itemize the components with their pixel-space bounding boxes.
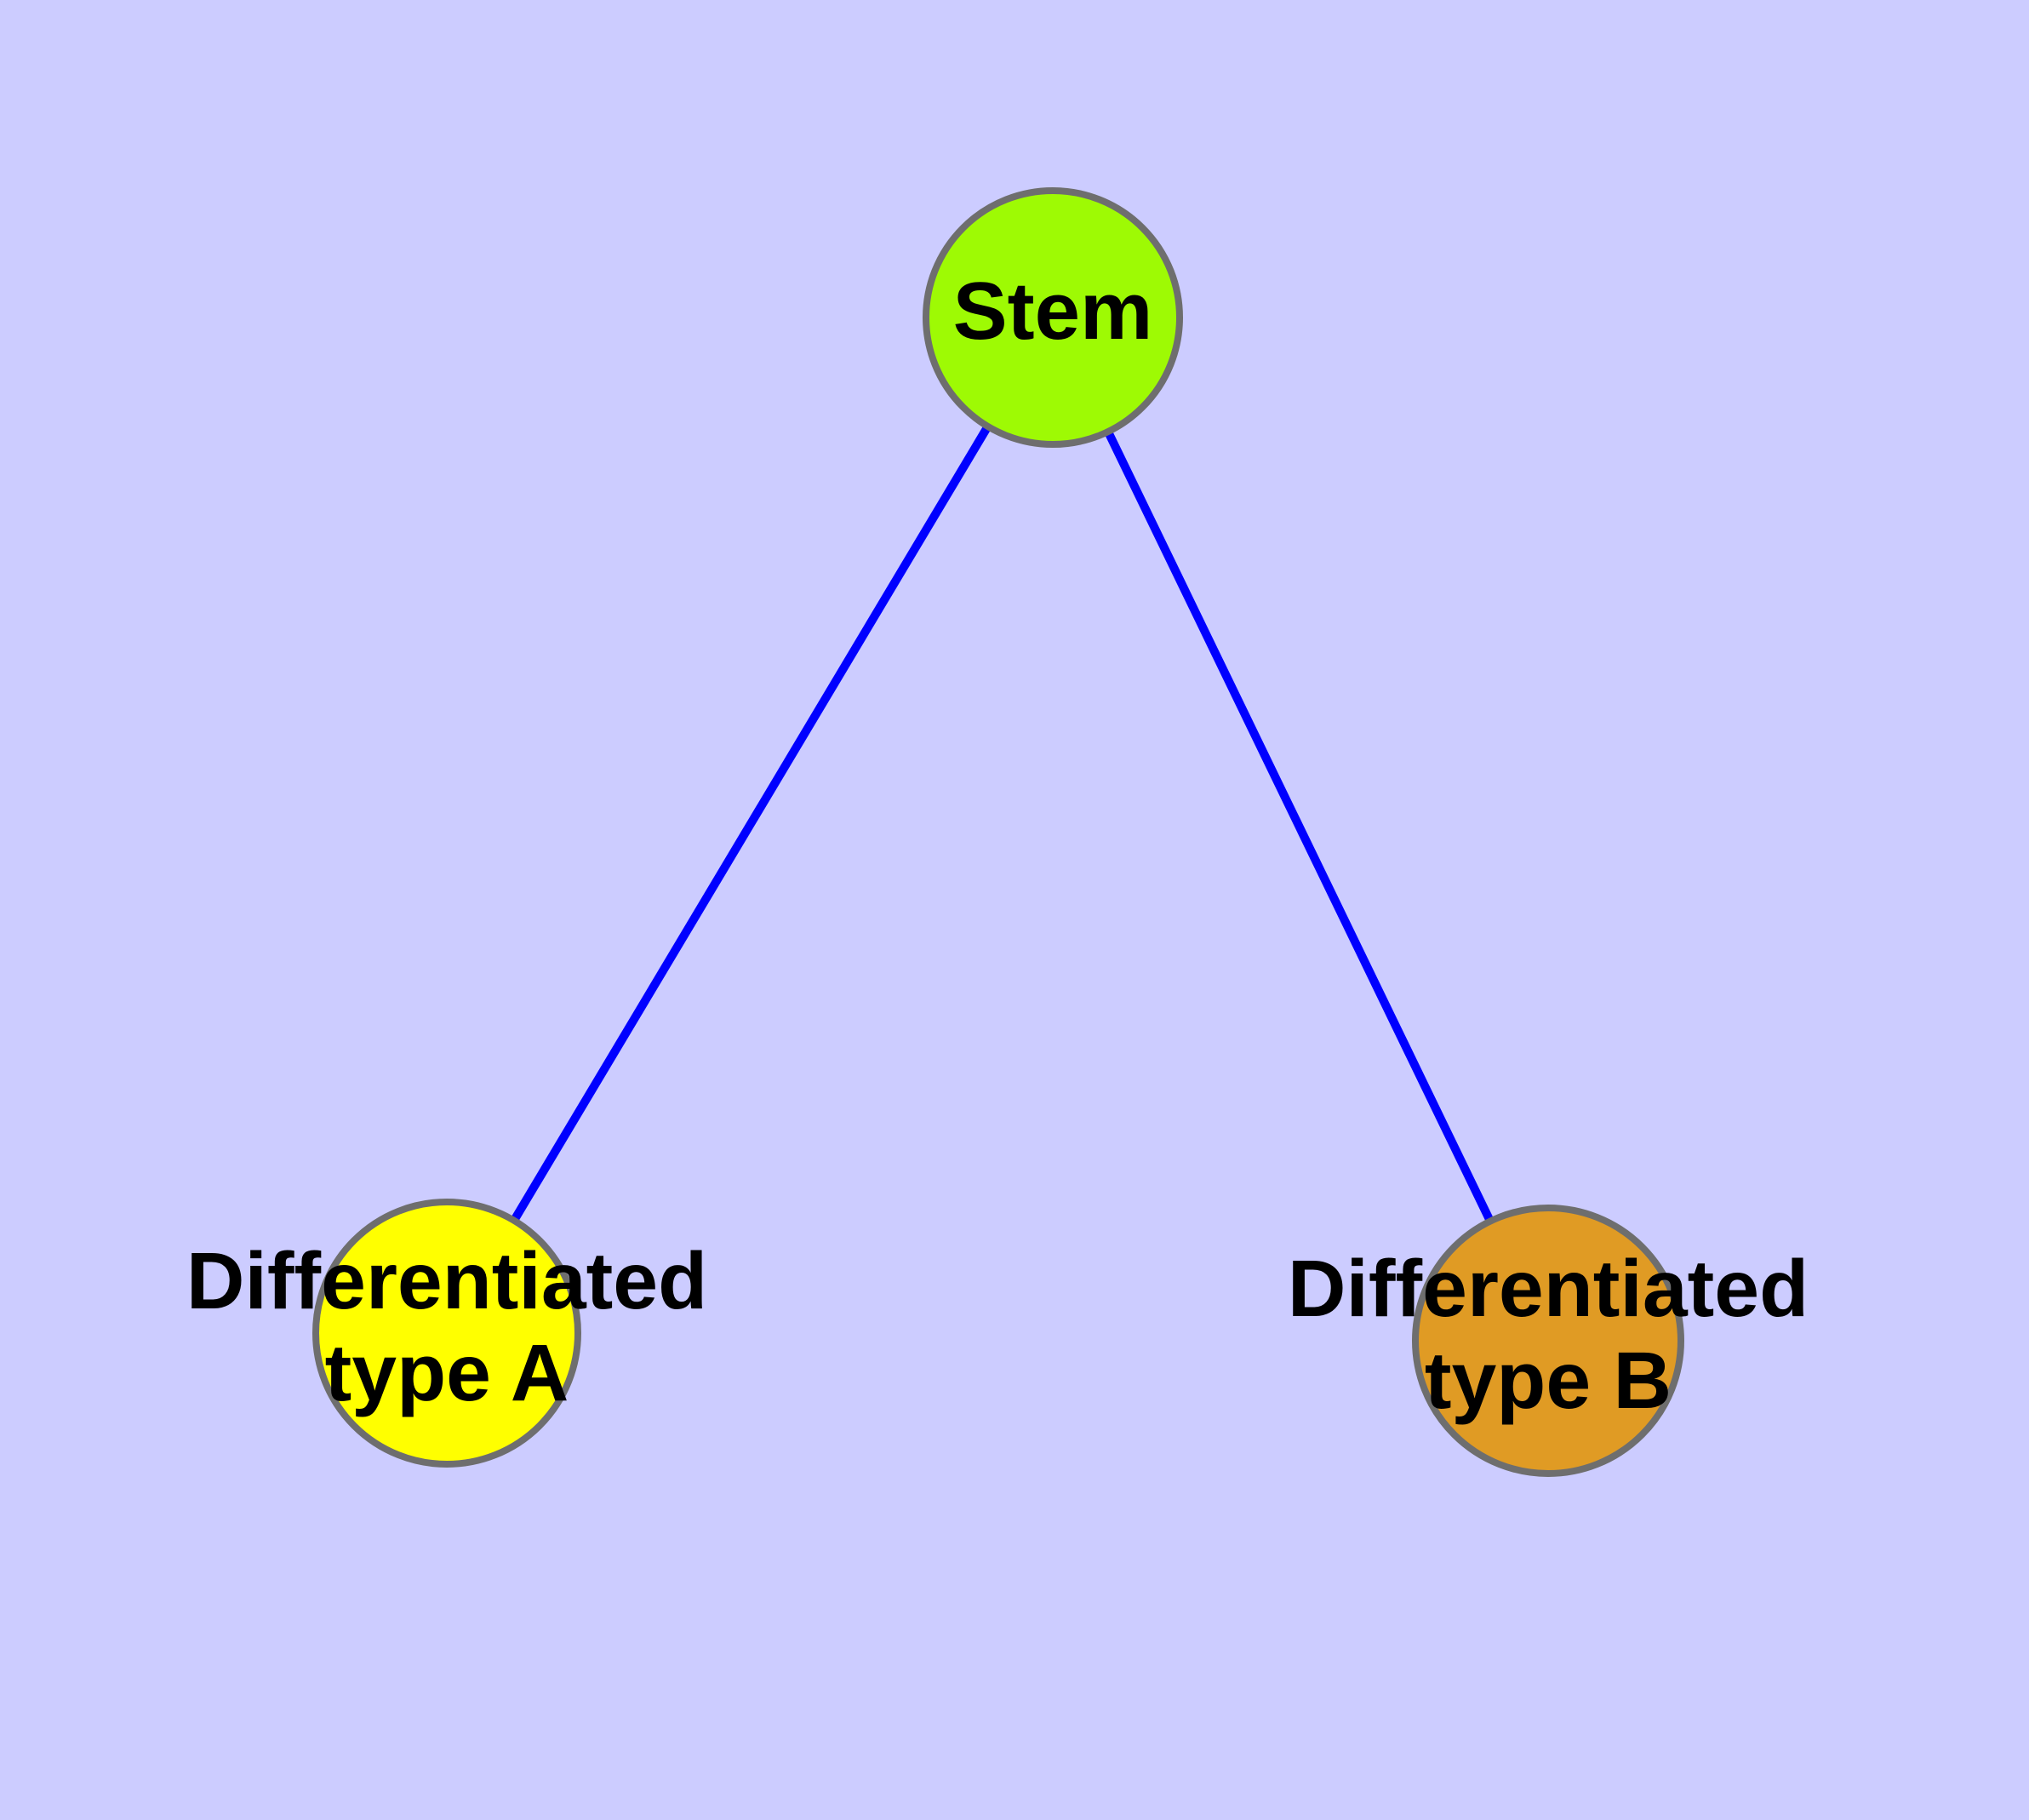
node-label-line: Differentiated	[1288, 1244, 1809, 1334]
node-diff_a[interactable]	[312, 1199, 581, 1468]
node-stem[interactable]	[923, 187, 1183, 448]
edge-stem-to-diff_a	[510, 424, 992, 1223]
node-label-line: type B	[1425, 1336, 1672, 1426]
edge-layer	[510, 424, 1495, 1223]
node-label-line: Stem	[953, 266, 1153, 357]
node-diff_b[interactable]	[1412, 1205, 1684, 1477]
node-label-line: type A	[325, 1328, 569, 1418]
edge-stem-to-diff_b	[1104, 429, 1495, 1223]
node-layer	[312, 187, 1684, 1477]
node-label-line: Differentiated	[186, 1236, 707, 1326]
node-label-stem: Stem	[953, 266, 1153, 357]
